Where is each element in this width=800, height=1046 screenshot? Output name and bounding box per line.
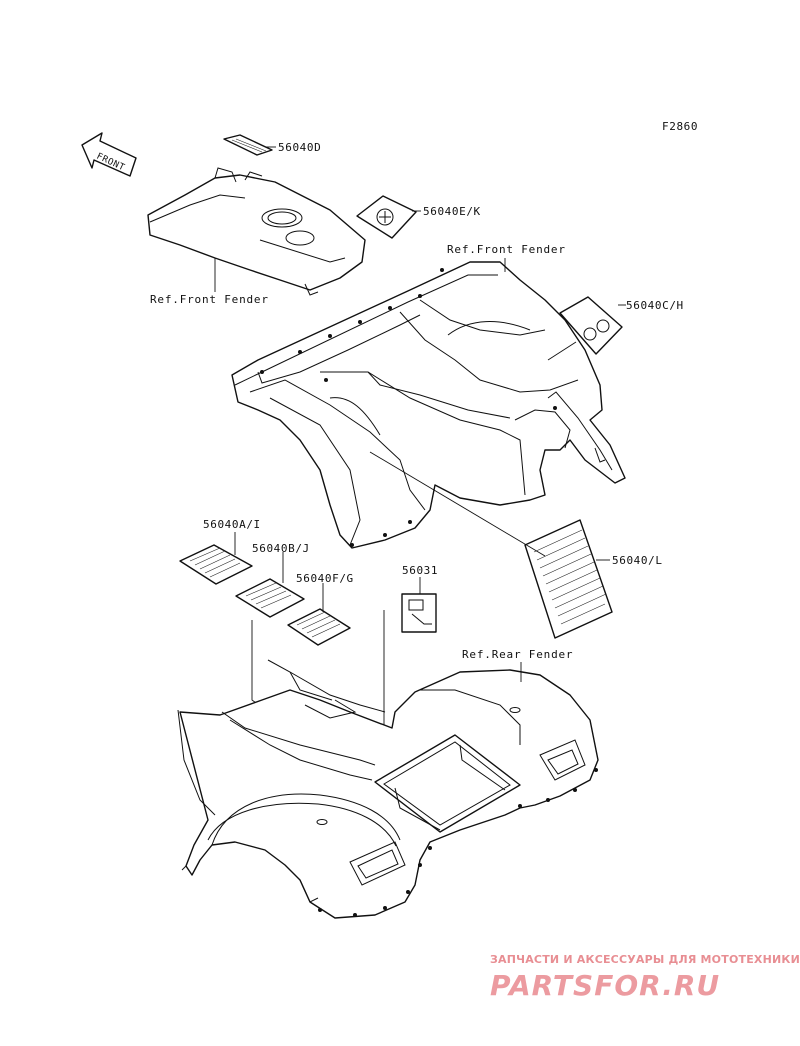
ref-rear-fender: Ref.Rear Fender [462,648,573,661]
decal-56040ai [179,544,253,585]
leader-56040l-to-fender [369,451,546,557]
watermark-tagline: ЗАПЧАСТИ И АКСЕССУАРЫ ДЛЯ МОТОТЕХНИКИ [490,953,800,966]
label-56031 [401,593,437,633]
front-cover-part [147,167,366,296]
callout-56040ek: 56040E/K [423,205,481,218]
callout-56040d: 56040D [278,141,321,154]
rear-fender-part [177,659,599,919]
watermark-brand: PARTSFOR.RU [490,969,720,1002]
callout-56031: 56031 [402,564,438,577]
leader-56040ch-to-fender [547,341,577,361]
figure-code: F2860 [662,120,698,133]
callout-56040l: 56040/L [612,554,663,567]
decal-56040fg [287,608,351,646]
decal-56040l [524,519,613,639]
decal-56040d [223,134,273,156]
decal-56040ch [559,296,623,355]
callout-56040fg: 56040F/G [296,572,354,585]
decal-56040bj [235,578,305,618]
ref-front-fender-top: Ref.Front Fender [447,243,566,256]
callout-56040bj: 56040B/J [252,542,310,555]
front-arrow-icon: FRONT [81,132,137,177]
front-fender-part [231,261,626,549]
callout-56040ai: 56040A/I [203,518,261,531]
callout-56040ch: 56040C/H [626,299,684,312]
ref-front-fender-left: Ref.Front Fender [150,293,269,306]
decal-56040ek [356,195,417,239]
